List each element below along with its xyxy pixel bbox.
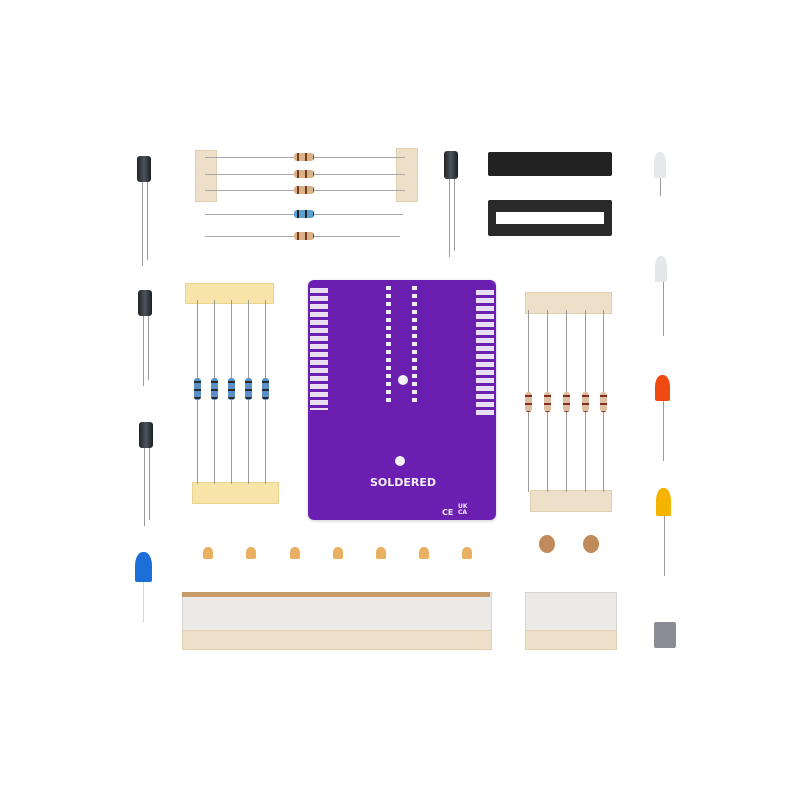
led-amber bbox=[203, 547, 213, 559]
led-white-small bbox=[654, 152, 666, 178]
led-amber bbox=[333, 547, 343, 559]
led-amber bbox=[246, 547, 256, 559]
pcb-brand: SOLDERED bbox=[370, 476, 437, 489]
capacitor-lead bbox=[454, 179, 455, 251]
push-button bbox=[654, 622, 676, 648]
led-tape-paper bbox=[182, 630, 492, 650]
led-amber bbox=[462, 547, 472, 559]
resistor bbox=[294, 232, 314, 240]
pin-row bbox=[386, 286, 391, 406]
capacitor-lead bbox=[147, 182, 148, 260]
ce-mark: CE bbox=[442, 508, 454, 517]
capacitor-lead bbox=[142, 182, 143, 266]
resistor bbox=[194, 378, 201, 400]
led-amber bbox=[419, 547, 429, 559]
photoresistor bbox=[539, 535, 555, 553]
capacitor-lead bbox=[149, 448, 150, 520]
capacitor-lead bbox=[143, 316, 144, 386]
resistor bbox=[294, 153, 314, 161]
resistor bbox=[563, 392, 570, 412]
ic-socket bbox=[488, 200, 612, 236]
resistor-tape-bottom bbox=[192, 482, 279, 504]
resistor bbox=[525, 392, 532, 412]
capacitor-1 bbox=[137, 156, 151, 182]
resistor-tape-top bbox=[525, 292, 612, 314]
led-lead bbox=[664, 516, 665, 576]
ldr-tape bbox=[525, 592, 617, 634]
ic-chip bbox=[488, 152, 612, 176]
capacitor-2 bbox=[138, 290, 152, 316]
pin-row bbox=[412, 286, 417, 406]
photoresistor bbox=[583, 535, 599, 553]
led-tape-stripe bbox=[182, 592, 490, 597]
capacitor-lead bbox=[449, 179, 450, 257]
resistor-blue bbox=[294, 210, 314, 218]
capacitor-lead bbox=[148, 316, 149, 380]
led-yellow bbox=[656, 488, 671, 516]
resistor bbox=[211, 378, 218, 400]
socket-slot bbox=[496, 212, 604, 224]
pin-header-left bbox=[310, 288, 328, 410]
led-lead bbox=[660, 178, 661, 196]
ldr-tape-paper bbox=[525, 630, 617, 650]
led-red bbox=[655, 375, 670, 401]
led-lead bbox=[663, 401, 664, 461]
resistor bbox=[262, 378, 269, 400]
resistor bbox=[294, 170, 314, 178]
capacitor-3 bbox=[139, 422, 153, 448]
led-tape bbox=[182, 592, 492, 634]
pcb-board: SOLDERED CE UK CA bbox=[308, 280, 496, 520]
resistor bbox=[582, 392, 589, 412]
pin-header-right bbox=[476, 290, 494, 418]
resistor-tape-left bbox=[195, 150, 217, 202]
led-amber bbox=[376, 547, 386, 559]
mount-hole bbox=[395, 456, 405, 466]
resistor bbox=[294, 186, 314, 194]
ukca-mark: UK CA bbox=[458, 503, 468, 516]
resistor-tape-bottom bbox=[530, 490, 612, 512]
resistor bbox=[600, 392, 607, 412]
resistor bbox=[228, 378, 235, 400]
capacitor-lead bbox=[144, 448, 145, 526]
led-amber bbox=[290, 547, 300, 559]
resistor-tape-top bbox=[185, 283, 274, 304]
resistor-tape-right bbox=[396, 148, 418, 202]
mount-hole bbox=[398, 375, 408, 385]
resistor bbox=[544, 392, 551, 412]
led-blue bbox=[135, 552, 152, 582]
resistor bbox=[245, 378, 252, 400]
capacitor-4 bbox=[444, 151, 458, 179]
led-white bbox=[655, 256, 667, 282]
led-lead bbox=[143, 582, 144, 622]
led-lead bbox=[663, 282, 664, 336]
